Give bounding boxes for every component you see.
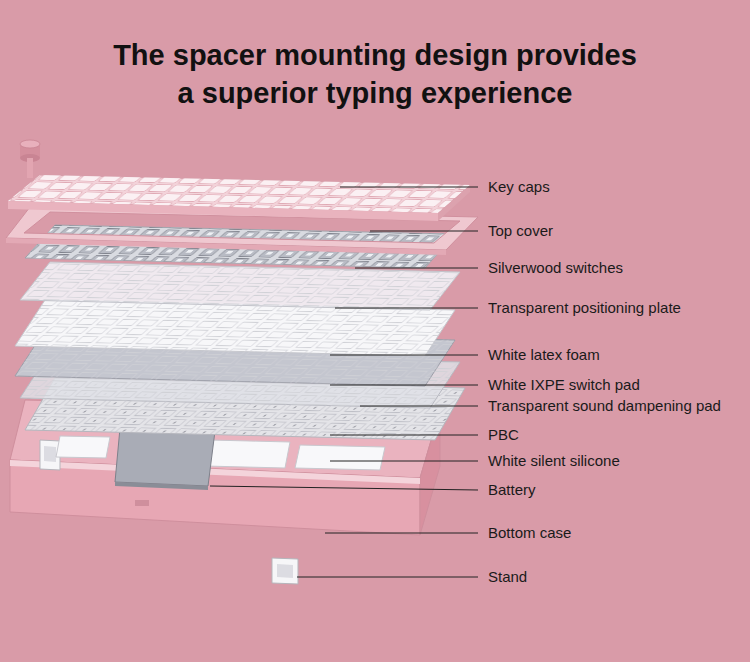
part-label: Stand <box>488 567 527 587</box>
key-caps <box>8 175 470 221</box>
positioning-plate <box>20 262 460 310</box>
part-label: Transparent sound dampening pad <box>488 396 721 416</box>
volume-knob <box>20 140 40 178</box>
diagram-title: The spacer mounting design provides a su… <box>110 36 640 112</box>
part-label: Top cover <box>488 221 553 241</box>
battery <box>115 428 215 490</box>
part-label: Battery <box>488 480 536 500</box>
part-label: Key caps <box>488 177 550 197</box>
part-label: Transparent positioning plate <box>488 298 681 318</box>
part-label: Bottom case <box>488 523 571 543</box>
part-label: White silent silicone <box>488 451 620 471</box>
part-label: White IXPE switch pad <box>488 375 640 395</box>
part-label: PBC <box>488 425 519 445</box>
part-label: Silverwood switches <box>488 258 623 278</box>
leader-lines <box>210 187 478 577</box>
silicone <box>56 436 385 470</box>
part-label: White latex foam <box>488 345 600 365</box>
